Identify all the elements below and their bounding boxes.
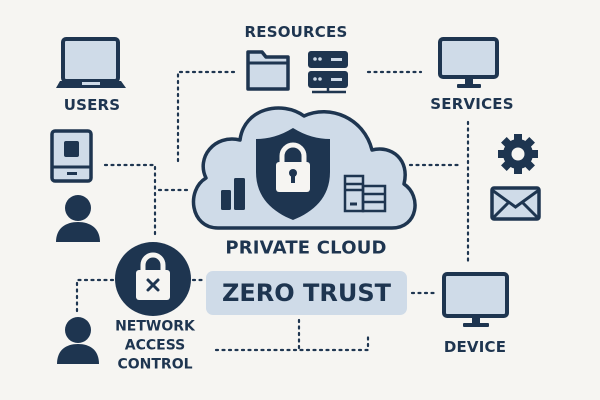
folder-icon [246, 50, 290, 91]
nac-line-2: ACCESS [124, 337, 186, 354]
zero-trust-label: ZERO TRUST [221, 279, 392, 307]
user-icon [57, 317, 99, 364]
user-icon [56, 195, 100, 242]
nac-line-3: CONTROL [117, 356, 193, 373]
device-monitor-icon [442, 272, 509, 327]
zero-trust-box: ZERO TRUST [206, 271, 407, 315]
bar-chart-icon [221, 178, 245, 210]
private-cloud-label: PRIVATE CLOUD [225, 237, 387, 259]
services-label: SERVICES [430, 95, 514, 113]
users-label: USERS [63, 96, 121, 114]
monitor-icon [438, 37, 499, 88]
server-tower-icon [343, 174, 387, 213]
nac-line-1: NETWORK [115, 318, 195, 335]
envelope-icon [490, 186, 541, 221]
connector-lines [75, 70, 470, 352]
lock-x-icon [115, 242, 191, 316]
shield-lock-icon [256, 128, 330, 220]
gear-icon [498, 134, 538, 174]
resources-label: RESOURCES [244, 23, 348, 41]
tablet-icon [50, 129, 93, 183]
laptop-icon [56, 37, 126, 88]
network-access-control-label: NETWORK ACCESS CONTROL [115, 318, 195, 375]
device-label: DEVICE [443, 338, 507, 356]
server-icon [308, 51, 348, 94]
